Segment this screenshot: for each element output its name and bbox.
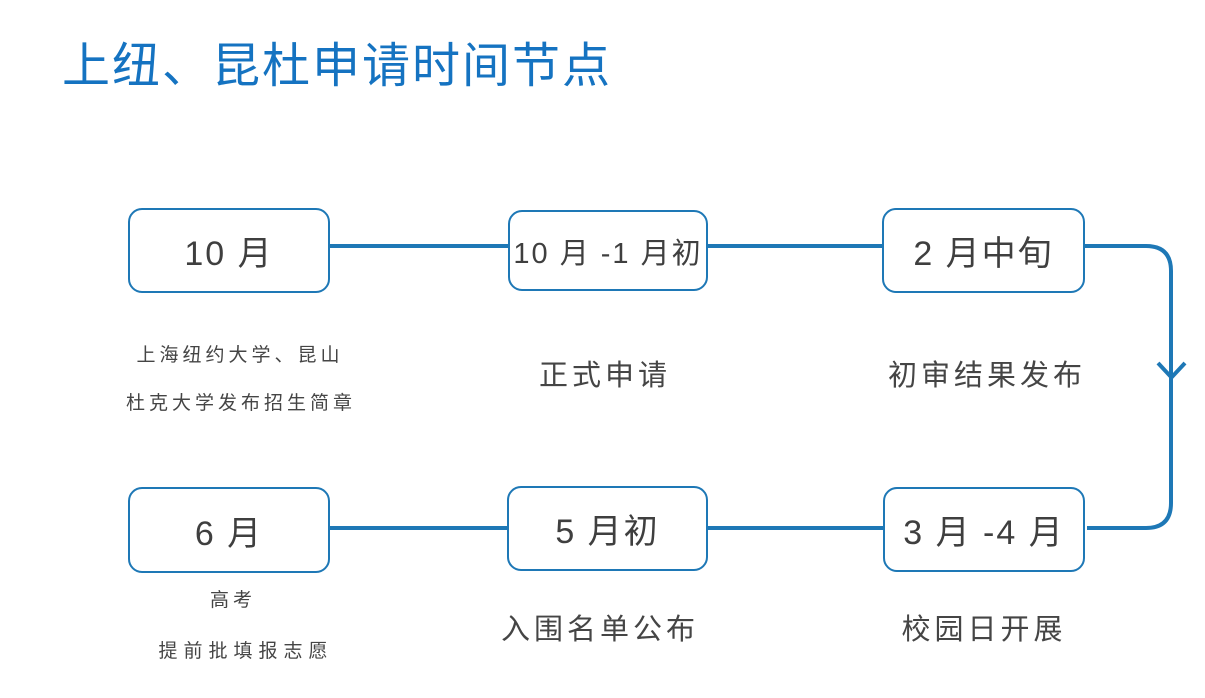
caption-shortlist: 入围名单公布: [500, 614, 700, 646]
page-title: 上纽、昆杜申请时间节点: [62, 40, 613, 93]
caption-campus-day: 校园日开展: [901, 614, 1067, 646]
node-feb-mid: 2 月中旬: [882, 208, 1085, 293]
caption-early-batch: 提前批填报志愿: [158, 641, 334, 662]
node-june: 6 月: [128, 487, 330, 573]
caption-october-line2: 杜克大学发布招生简章: [125, 393, 357, 414]
node-october: 10 月: [128, 208, 330, 293]
arrow-down-icon: [1156, 361, 1187, 381]
node-mar-apr: 3 月 -4 月: [883, 487, 1085, 572]
caption-gaokao: 高考: [209, 590, 257, 611]
caption-october-line1: 上海纽约大学、昆山: [136, 345, 344, 366]
node-may-early: 5 月初: [507, 486, 708, 571]
caption-formal-apply: 正式申请: [538, 360, 672, 392]
caption-initial-result: 初审结果发布: [887, 360, 1087, 392]
node-oct-to-jan: 10 月 -1 月初: [508, 210, 708, 291]
connector-feb-to-marapr: [1085, 244, 1173, 530]
